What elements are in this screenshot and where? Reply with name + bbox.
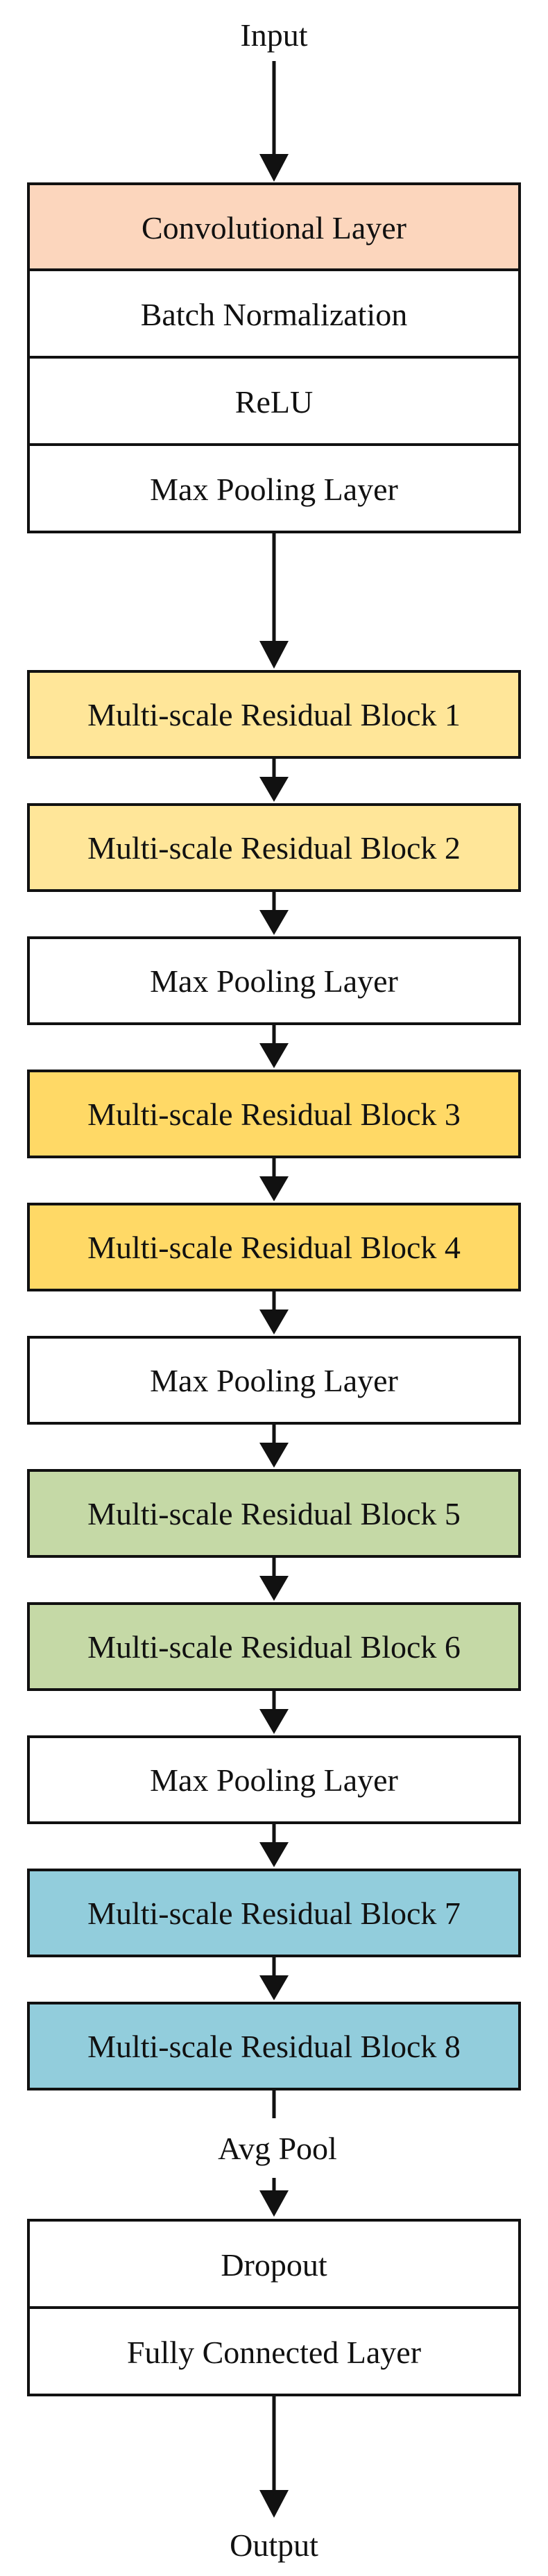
stem-row-batch-norm-label: Batch Normalization xyxy=(141,297,408,332)
block-9-max-pool-label: Max Pooling Layer xyxy=(150,1762,398,1798)
head-row-dropout-box xyxy=(27,2219,521,2309)
head-row-fully-connected: Fully Connected Layer xyxy=(27,2306,521,2396)
block-2-box xyxy=(27,803,521,892)
block-3-max-pool: Max Pooling Layer xyxy=(27,936,521,1025)
arrow-1-2 xyxy=(259,759,289,802)
block-5: Multi-scale Residual Block 4 xyxy=(27,1203,521,1291)
block-11-box xyxy=(27,2002,521,2090)
stem-row-max-pool-box xyxy=(27,443,521,533)
stem-row-max-pool-label: Max Pooling Layer xyxy=(150,472,398,507)
block-6-max-pool: Max Pooling Layer xyxy=(27,1336,521,1425)
stem-row-conv-label: Convolutional Layer xyxy=(142,210,406,246)
stem-row-batch-norm-box xyxy=(27,268,521,359)
block-8-box xyxy=(27,1602,521,1691)
stem-row-max-pool: Max Pooling Layer xyxy=(27,443,521,533)
output-label: Output xyxy=(230,2527,318,2563)
input-label: Input xyxy=(240,17,307,53)
input-arrow xyxy=(259,61,289,182)
stem-to-block1-arrow xyxy=(259,533,289,669)
block-6-max-pool-label: Max Pooling Layer xyxy=(150,1363,398,1398)
block-4-box xyxy=(27,1070,521,1158)
block-7: Multi-scale Residual Block 5 xyxy=(27,1469,521,1558)
block-8: Multi-scale Residual Block 6 xyxy=(27,1602,521,1691)
block-7-label: Multi-scale Residual Block 5 xyxy=(87,1496,461,1531)
block-4: Multi-scale Residual Block 3 xyxy=(27,1070,521,1158)
arrow-6-7 xyxy=(259,1425,289,1468)
block-4-label: Multi-scale Residual Block 3 xyxy=(87,1097,461,1132)
block-8-label: Multi-scale Residual Block 6 xyxy=(87,1629,461,1665)
stem-row-conv: Convolutional Layer xyxy=(27,182,521,271)
arrow-7-8 xyxy=(259,1558,289,1601)
block-11: Multi-scale Residual Block 8 xyxy=(27,2002,521,2090)
block-10-box xyxy=(27,1869,521,1957)
block-6-max-pool-box xyxy=(27,1336,521,1425)
head-row-fully-connected-label: Fully Connected Layer xyxy=(127,2335,421,2370)
block-1: Multi-scale Residual Block 1 xyxy=(27,670,521,759)
block-3-max-pool-box xyxy=(27,936,521,1025)
avg-pool-label: Avg Pool xyxy=(218,2131,337,2166)
head-row-dropout-label: Dropout xyxy=(221,2247,327,2283)
block-11-label: Multi-scale Residual Block 8 xyxy=(87,2029,461,2064)
block-9-max-pool: Max Pooling Layer xyxy=(27,1735,521,1824)
stem-row-relu-label: ReLU xyxy=(235,384,313,420)
block-3-max-pool-label: Max Pooling Layer xyxy=(150,963,398,999)
block-7-box xyxy=(27,1469,521,1558)
block-5-box xyxy=(27,1203,521,1291)
arrow-9-10 xyxy=(259,1824,289,1867)
head-group: Dropout Fully Connected Layer xyxy=(27,2219,521,2396)
block-10-label: Multi-scale Residual Block 7 xyxy=(87,1896,461,1931)
avg-pool-connector: Avg Pool xyxy=(218,2090,337,2217)
head-row-dropout: Dropout xyxy=(27,2219,521,2309)
block-5-label: Multi-scale Residual Block 4 xyxy=(87,1230,461,1265)
arrow-3-4 xyxy=(259,1025,289,1068)
block-9-max-pool-box xyxy=(27,1735,521,1824)
arrow-8-9 xyxy=(259,1691,289,1734)
arrow-2-3 xyxy=(259,892,289,935)
arrow-5-6 xyxy=(259,1291,289,1334)
arrow-4-5 xyxy=(259,1158,289,1201)
head-row-fully-connected-box xyxy=(27,2306,521,2396)
block-2: Multi-scale Residual Block 2 xyxy=(27,803,521,892)
stem-row-batch-norm: Batch Normalization xyxy=(27,268,521,359)
arrow-10-11 xyxy=(259,1957,289,2000)
block-10: Multi-scale Residual Block 7 xyxy=(27,1869,521,1957)
stem-row-relu: ReLU xyxy=(27,356,521,446)
output-arrow xyxy=(259,2396,289,2518)
stem-group: Convolutional Layer Batch Normalization … xyxy=(27,182,521,533)
block-1-label: Multi-scale Residual Block 1 xyxy=(87,697,461,732)
block-2-label: Multi-scale Residual Block 2 xyxy=(87,830,461,866)
block-1-box xyxy=(27,670,521,759)
